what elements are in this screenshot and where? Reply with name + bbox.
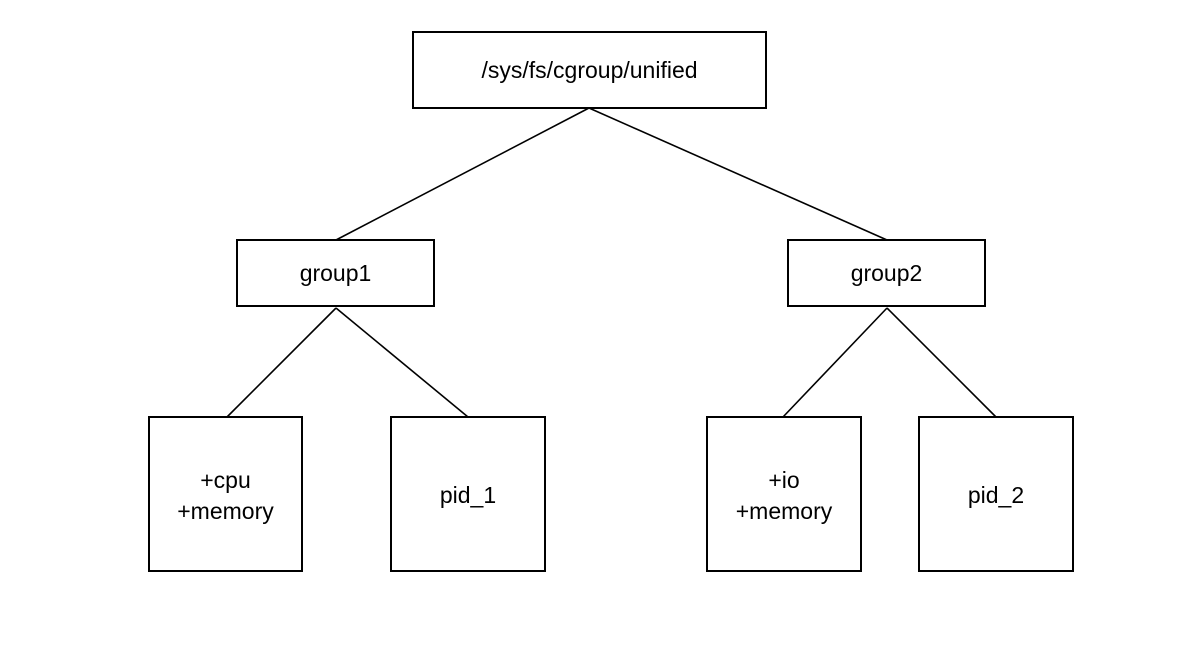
edge-group2-process <box>886 307 997 418</box>
node-group1-controllers-line1: +cpu <box>200 467 251 493</box>
edge-root-group2 <box>588 107 888 241</box>
node-group1-controllers: +cpu +memory <box>148 416 303 572</box>
node-group1-process: pid_1 <box>390 416 546 572</box>
edge-group1-process <box>335 307 469 418</box>
node-group2: group2 <box>787 239 986 307</box>
node-group2-process-box <box>918 416 1074 572</box>
node-group1: group1 <box>236 239 435 307</box>
node-group2-box <box>787 239 986 307</box>
node-group2-controllers-line2: +memory <box>736 498 833 524</box>
diagram-edges <box>226 107 997 418</box>
node-group2-process: pid_2 <box>918 416 1074 572</box>
node-group1-controllers-box <box>148 416 303 572</box>
node-group2-process-label: pid_2 <box>968 482 1024 508</box>
edge-group2-controllers <box>782 307 888 418</box>
node-root-box <box>412 31 767 109</box>
node-group1-controllers-line2: +memory <box>177 498 274 524</box>
node-group1-label: group1 <box>300 260 372 286</box>
node-root-label: /sys/fs/cgroup/unified <box>481 57 697 83</box>
edge-group1-controllers <box>226 307 337 418</box>
node-group2-controllers: +io +memory <box>706 416 862 572</box>
edge-root-group1 <box>335 107 590 241</box>
node-group2-label: group2 <box>851 260 923 286</box>
node-group1-box <box>236 239 435 307</box>
node-group2-controllers-line1: +io <box>768 467 799 493</box>
node-group1-process-box <box>390 416 546 572</box>
node-group2-controllers-box <box>706 416 862 572</box>
node-group1-process-label: pid_1 <box>440 482 496 508</box>
node-root: /sys/fs/cgroup/unified <box>412 31 767 109</box>
